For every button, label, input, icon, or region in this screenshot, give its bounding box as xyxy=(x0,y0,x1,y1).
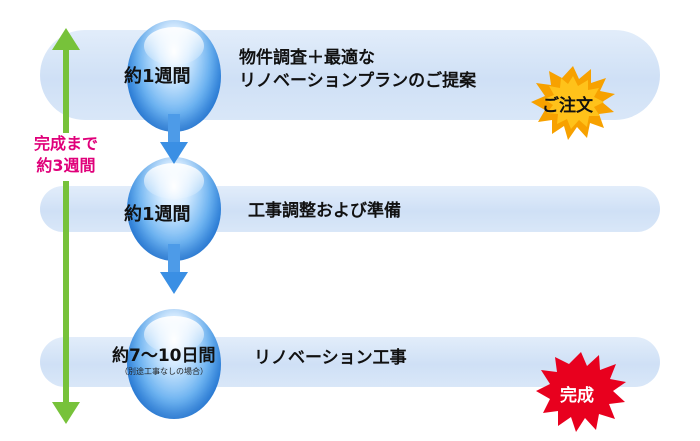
order-badge-label: ご注文 xyxy=(542,96,593,116)
step-1-sphere xyxy=(127,20,221,132)
step-3-note: （別途工事なしの場合） xyxy=(120,367,208,376)
complete-badge-label: 完成 xyxy=(560,386,594,406)
complete-starburst-icon xyxy=(536,352,626,432)
down-arrow-2-icon xyxy=(160,244,188,294)
total-duration-line2: 約3週間 xyxy=(36,156,96,175)
step-2-duration: 約1週間 xyxy=(124,204,191,225)
step-3-task: リノベーション工事 xyxy=(254,348,407,368)
step-1-task-line1: 物件調査＋最適な xyxy=(239,48,375,68)
timeline-double-arrow xyxy=(52,28,80,424)
step-2-task: 工事調整および準備 xyxy=(248,201,401,221)
step-1-task-line2: リノベーションプランのご提案 xyxy=(239,71,477,91)
step-1-task: 物件調査＋最適な リノベーションプランのご提案 xyxy=(239,47,476,93)
step-1-duration: 約1週間 xyxy=(124,66,191,87)
step-3-sphere xyxy=(127,309,221,419)
step-2-sphere xyxy=(127,157,221,261)
total-duration-line1: 完成まで xyxy=(33,134,98,153)
total-duration-label: 完成まで 約3週間 xyxy=(14,133,118,181)
order-starburst-icon xyxy=(531,66,615,140)
step-3-duration: 約7～10日間 xyxy=(112,346,216,366)
down-arrow-1-icon xyxy=(160,114,188,164)
